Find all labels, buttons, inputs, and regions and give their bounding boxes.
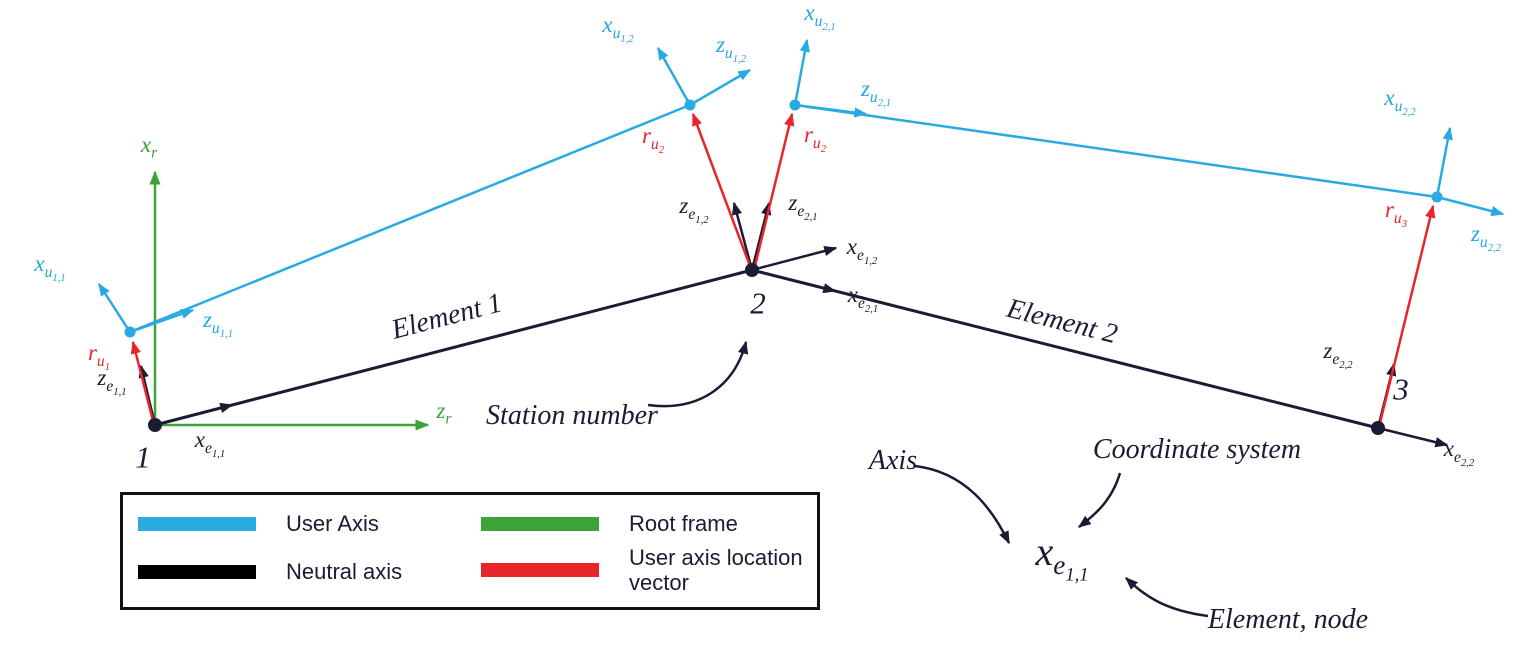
neutral-axis-swatch <box>138 564 256 579</box>
root-frame-swatch <box>481 516 599 531</box>
r-u1-vector <box>130 340 155 422</box>
user-node-2-1 <box>789 99 801 111</box>
x-u11-arrow <box>97 282 132 333</box>
coordinate-system-annotation: Coordinate system <box>1092 434 1302 465</box>
label-z-e22: ze2,2 <box>1323 337 1353 371</box>
x-e12-arrow <box>751 245 838 272</box>
user-node-2-2 <box>1431 191 1443 203</box>
station-number-pointer-arrow <box>647 340 749 408</box>
z-u22-arrow <box>1436 195 1505 217</box>
legend-item-location-vector: User axis location vector <box>481 545 804 595</box>
label-x-r: xr <box>140 131 158 162</box>
location-vector-swatch <box>481 563 599 577</box>
legend-label: User Axis <box>286 511 379 536</box>
z-e21-arrow <box>750 201 772 271</box>
z-u12-arrow <box>689 68 752 107</box>
label-z-u12: zu1,2 <box>715 31 747 65</box>
x-u12-arrow <box>656 46 692 106</box>
station-number-annotation: Station number <box>486 400 658 431</box>
station-1-node <box>148 418 162 432</box>
label-x-e11: xe1,1 <box>194 426 226 460</box>
label-z-e12: ze1,2 <box>679 192 709 226</box>
element-node-annotation: Element, node <box>1207 604 1369 635</box>
legend-item-neutral-axis: Neutral axis <box>138 559 402 584</box>
label-x-e21: xe2,1 <box>847 281 879 315</box>
label-x-e12: xe1,2 <box>846 233 878 267</box>
z-u11-arrow <box>129 308 195 334</box>
user-node-1-1 <box>124 326 136 338</box>
label-r-u2-a: ru2 <box>641 122 665 156</box>
user-axis-line-2 <box>794 103 1438 199</box>
legend-item-root-frame: Root frame <box>481 511 738 536</box>
coordinate-system-pointer-arrow <box>1077 472 1122 528</box>
label-r-u2-b: ru2 <box>803 121 827 155</box>
label-x-u12: xu1,2 <box>602 11 634 45</box>
legend: User Axis Neutral axis Root frame User a… <box>120 492 820 610</box>
x-e22-arrow <box>1377 426 1449 448</box>
r-u2-vector-b <box>753 112 795 267</box>
element-node-pointer-arrow <box>1125 577 1209 618</box>
legend-label: Neutral axis <box>286 559 403 584</box>
user-axis-swatch <box>138 516 256 531</box>
x-e21-arrow <box>751 268 837 294</box>
z-e12-arrow <box>732 201 754 271</box>
label-x-u22: xu2,2 <box>1384 84 1416 118</box>
label-z-u22: zu2,2 <box>1470 220 1502 254</box>
label-x-u11: xu1,1 <box>34 250 66 284</box>
x-u22-arrow <box>1435 126 1453 198</box>
station-2-node <box>745 263 759 277</box>
station-3-node <box>1371 421 1385 435</box>
z-u21-arrow <box>794 103 868 118</box>
r-u2-vector-a <box>691 112 752 267</box>
label-z-u21: zu2,1 <box>860 75 892 109</box>
neutral-axis-element-2 <box>751 268 1379 430</box>
label-r-u3: ru3 <box>1384 196 1408 230</box>
label-x-u21: xu2,1 <box>804 0 836 33</box>
label-z-e11: ze1,1 <box>97 364 127 398</box>
station-number-2: 2 <box>750 285 766 321</box>
axis-pointer-arrow <box>914 464 1011 545</box>
user-node-1-2 <box>684 99 696 111</box>
legend-label: User axis location vector <box>629 544 803 595</box>
legend-label: Root frame <box>629 511 738 536</box>
r-u3-vector <box>1378 204 1436 424</box>
user-axis-line-1 <box>129 103 691 334</box>
label-r-u1: ru1 <box>87 339 111 373</box>
station-number-1: 1 <box>135 439 151 475</box>
label-z-u11: zu1,1 <box>202 306 234 340</box>
station-number-3: 3 <box>1393 371 1409 407</box>
example-axis-label: xe1,1 <box>1035 529 1089 585</box>
legend-item-user-axis: User Axis <box>138 511 379 536</box>
label-z-e21: ze2,1 <box>788 189 818 223</box>
axis-annotation: Axis <box>868 445 918 476</box>
neutral-axis-element-1 <box>154 268 753 427</box>
x-e11-arrow <box>154 402 234 427</box>
label-x-e22: xe2,2 <box>1443 435 1475 469</box>
label-z-r: zr <box>436 397 452 428</box>
x-u21-arrow <box>793 38 810 106</box>
